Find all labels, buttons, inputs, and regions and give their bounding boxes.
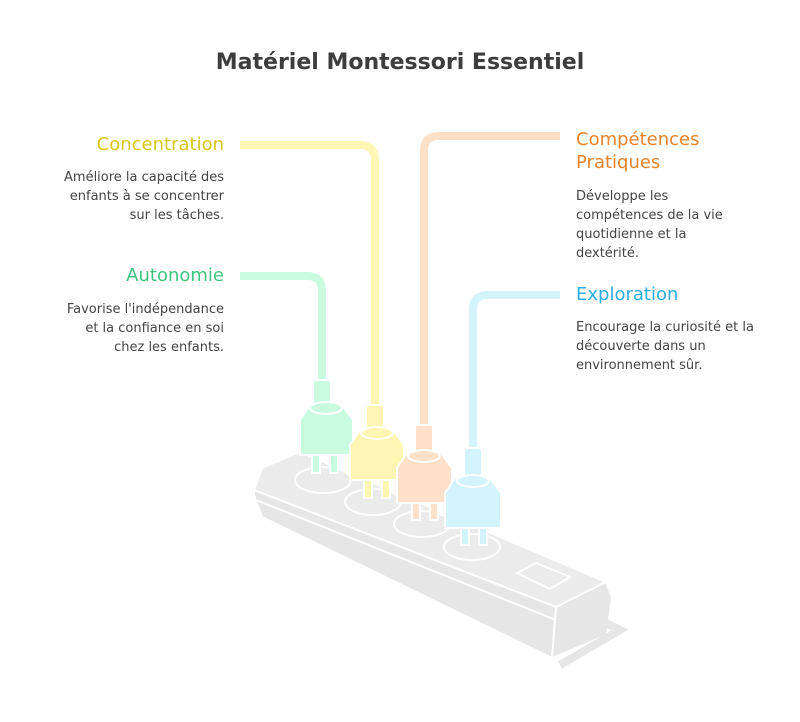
- cable-exploration: [469, 291, 560, 455]
- cable-autonomie: [240, 272, 326, 385]
- desc-autonomie: Favorise l'indépendance et la confiance …: [66, 302, 224, 355]
- page-title: Matériel Montessori Essentiel: [215, 50, 585, 75]
- cable-concentration: [240, 141, 379, 410]
- desc-concentration: Améliore la capacité des enfants à se co…: [64, 170, 224, 223]
- label-autonomie: Autonomie: [126, 265, 224, 286]
- plug-concentration: [349, 404, 405, 499]
- plug-exploration: [444, 447, 502, 546]
- desc-exploration: Encourage la curiosité et la découverte …: [576, 320, 754, 373]
- label-concentration: Concentration: [96, 134, 224, 155]
- cable-competences: [420, 132, 560, 430]
- label-exploration: Exploration: [576, 284, 679, 305]
- label-competences: Compétences Pratiques: [576, 129, 700, 173]
- plug-autonomie: [299, 379, 354, 474]
- desc-competences: Développe les compétences de la vie quot…: [576, 189, 723, 261]
- plug-competences: [396, 424, 453, 521]
